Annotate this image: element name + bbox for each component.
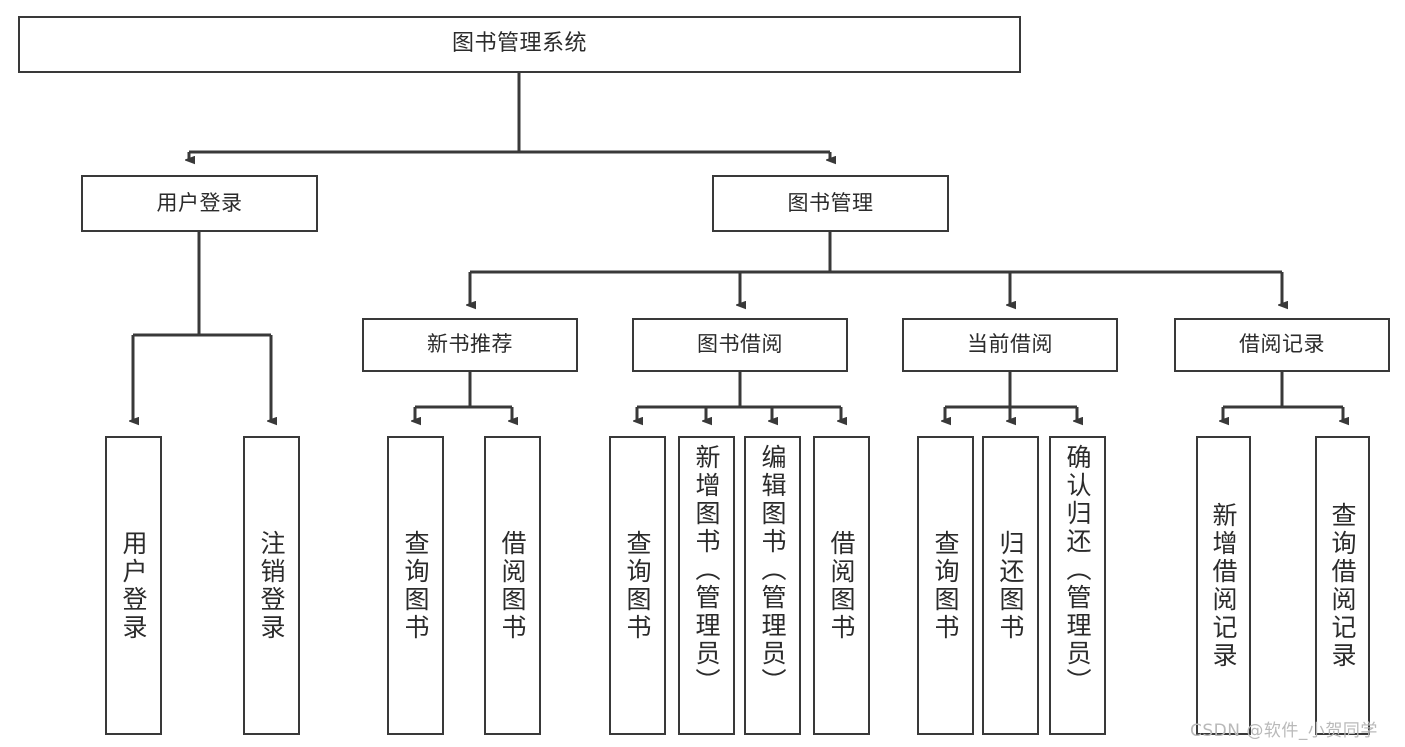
leaf-query-book-current[interactable]: 查询图书 <box>917 436 974 735</box>
node-borrow-record[interactable]: 借阅记录 <box>1174 318 1390 372</box>
leaf-edit-book-admin[interactable]: 编辑图书（管理员） <box>744 436 801 735</box>
node-label: 借阅图书 <box>827 529 856 642</box>
leaf-return-book[interactable]: 归还图书 <box>982 436 1039 735</box>
node-label: 查询图书 <box>401 529 430 642</box>
leaf-add-book-admin[interactable]: 新增图书（管理员） <box>678 436 735 735</box>
node-label: 编辑图书（管理员） <box>758 444 787 696</box>
node-label: 查询借阅记录 <box>1328 501 1357 670</box>
node-user-login[interactable]: 用户登录 <box>81 175 318 232</box>
leaf-user-login[interactable]: 用户登录 <box>105 436 162 735</box>
leaf-query-borrow-record[interactable]: 查询借阅记录 <box>1315 436 1370 735</box>
node-label: 归还图书 <box>996 529 1025 642</box>
leaf-logout-login[interactable]: 注销登录 <box>243 436 300 735</box>
node-label: 借阅图书 <box>498 529 527 642</box>
leaf-add-borrow-record[interactable]: 新增借阅记录 <box>1196 436 1251 735</box>
node-label: 查询图书 <box>931 529 960 642</box>
node-current-borrow[interactable]: 当前借阅 <box>902 318 1118 372</box>
node-book-management[interactable]: 图书管理 <box>712 175 949 232</box>
leaf-borrow-book-borrow[interactable]: 借阅图书 <box>813 436 870 735</box>
leaf-borrow-book-newbook[interactable]: 借阅图书 <box>484 436 541 735</box>
leaf-query-book-newbook[interactable]: 查询图书 <box>387 436 444 735</box>
node-label: 新增图书（管理员） <box>692 444 721 696</box>
node-label: 借阅记录 <box>1239 332 1325 357</box>
node-label: 新书推荐 <box>427 332 513 357</box>
node-label: 查询图书 <box>623 529 652 642</box>
node-label: 用户登录 <box>119 529 148 642</box>
node-label: 图书管理系统 <box>451 31 587 57</box>
node-label: 用户登录 <box>156 190 243 215</box>
node-root-system[interactable]: 图书管理系统 <box>18 16 1021 73</box>
node-label: 注销登录 <box>257 529 286 642</box>
csdn-watermark: CSDN @软件_小贺同学 <box>1190 721 1378 741</box>
node-label: 当前借阅 <box>967 332 1053 357</box>
leaf-confirm-return-admin[interactable]: 确认归还（管理员） <box>1049 436 1106 735</box>
node-label: 确认归还（管理员） <box>1063 444 1092 696</box>
node-book-borrow[interactable]: 图书借阅 <box>632 318 848 372</box>
node-label: 新增借阅记录 <box>1209 501 1238 670</box>
node-new-book-recommend[interactable]: 新书推荐 <box>362 318 578 372</box>
node-label: 图书管理 <box>787 190 874 215</box>
leaf-query-book-borrow[interactable]: 查询图书 <box>609 436 666 735</box>
node-label: 图书借阅 <box>697 332 783 357</box>
